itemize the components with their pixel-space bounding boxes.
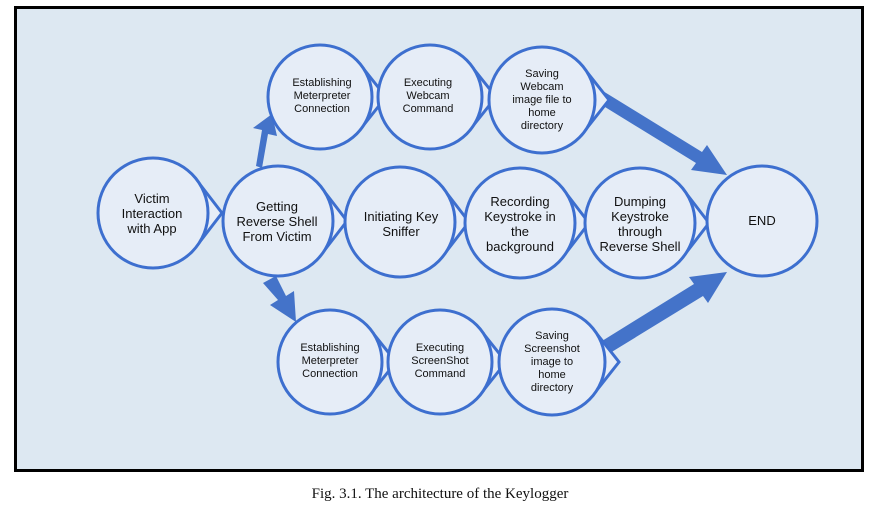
node-meterpreter-bottom-circle [276, 308, 384, 416]
arrow-to-bottom-branch [263, 276, 296, 322]
node-recording-circle [463, 166, 577, 280]
node-meterpreter-top-circle [266, 43, 374, 151]
node-key-sniffer-label: Initiating Key Sniffer [363, 209, 439, 239]
node-webcam-command-circle [376, 43, 484, 151]
node-meterpreter-bottom-label: Establishing Meterpreter Connection [300, 341, 360, 380]
node-reverse-shell-circle [221, 164, 335, 278]
node-end-circle [705, 164, 819, 278]
node-save-screenshot-label: Saving Screenshot image to home director… [524, 329, 580, 394]
arrow-top-to-end [592, 88, 727, 175]
architecture-diagram [96, 43, 819, 417]
node-dumping-circle [583, 166, 697, 280]
node-save-webcam-circle [487, 45, 597, 155]
nodes-layer [96, 43, 819, 417]
node-screenshot-command-circle [386, 308, 494, 416]
node-save-webcam-label: Saving Webcam image file to home directo… [512, 68, 572, 132]
node-meterpreter-top-label: Establishing Meterpreter Connection [292, 76, 352, 115]
node-screenshot-command-label: Executing ScreenShot Command [411, 341, 469, 380]
node-victim-circle [96, 156, 210, 270]
node-save-screenshot-circle [497, 307, 607, 417]
node-victim-label: Victim Interaction with App [121, 190, 183, 236]
node-end-label: END [748, 212, 776, 228]
figure-caption: Fig. 3.1. The architecture of the Keylog… [311, 486, 569, 502]
arrow-bottom-to-end [602, 272, 727, 353]
node-reverse-shell-label: Getting Reverse Shell From Victim [236, 198, 318, 244]
arrow-to-top-branch [253, 114, 277, 168]
node-recording-label: Recording Keystroke in the background [484, 194, 556, 254]
node-webcam-command-label: Executing Webcam Command [402, 76, 454, 115]
node-key-sniffer-circle [343, 165, 457, 279]
node-dumping-label: Dumping Keystroke through Reverse Shell [599, 194, 681, 254]
